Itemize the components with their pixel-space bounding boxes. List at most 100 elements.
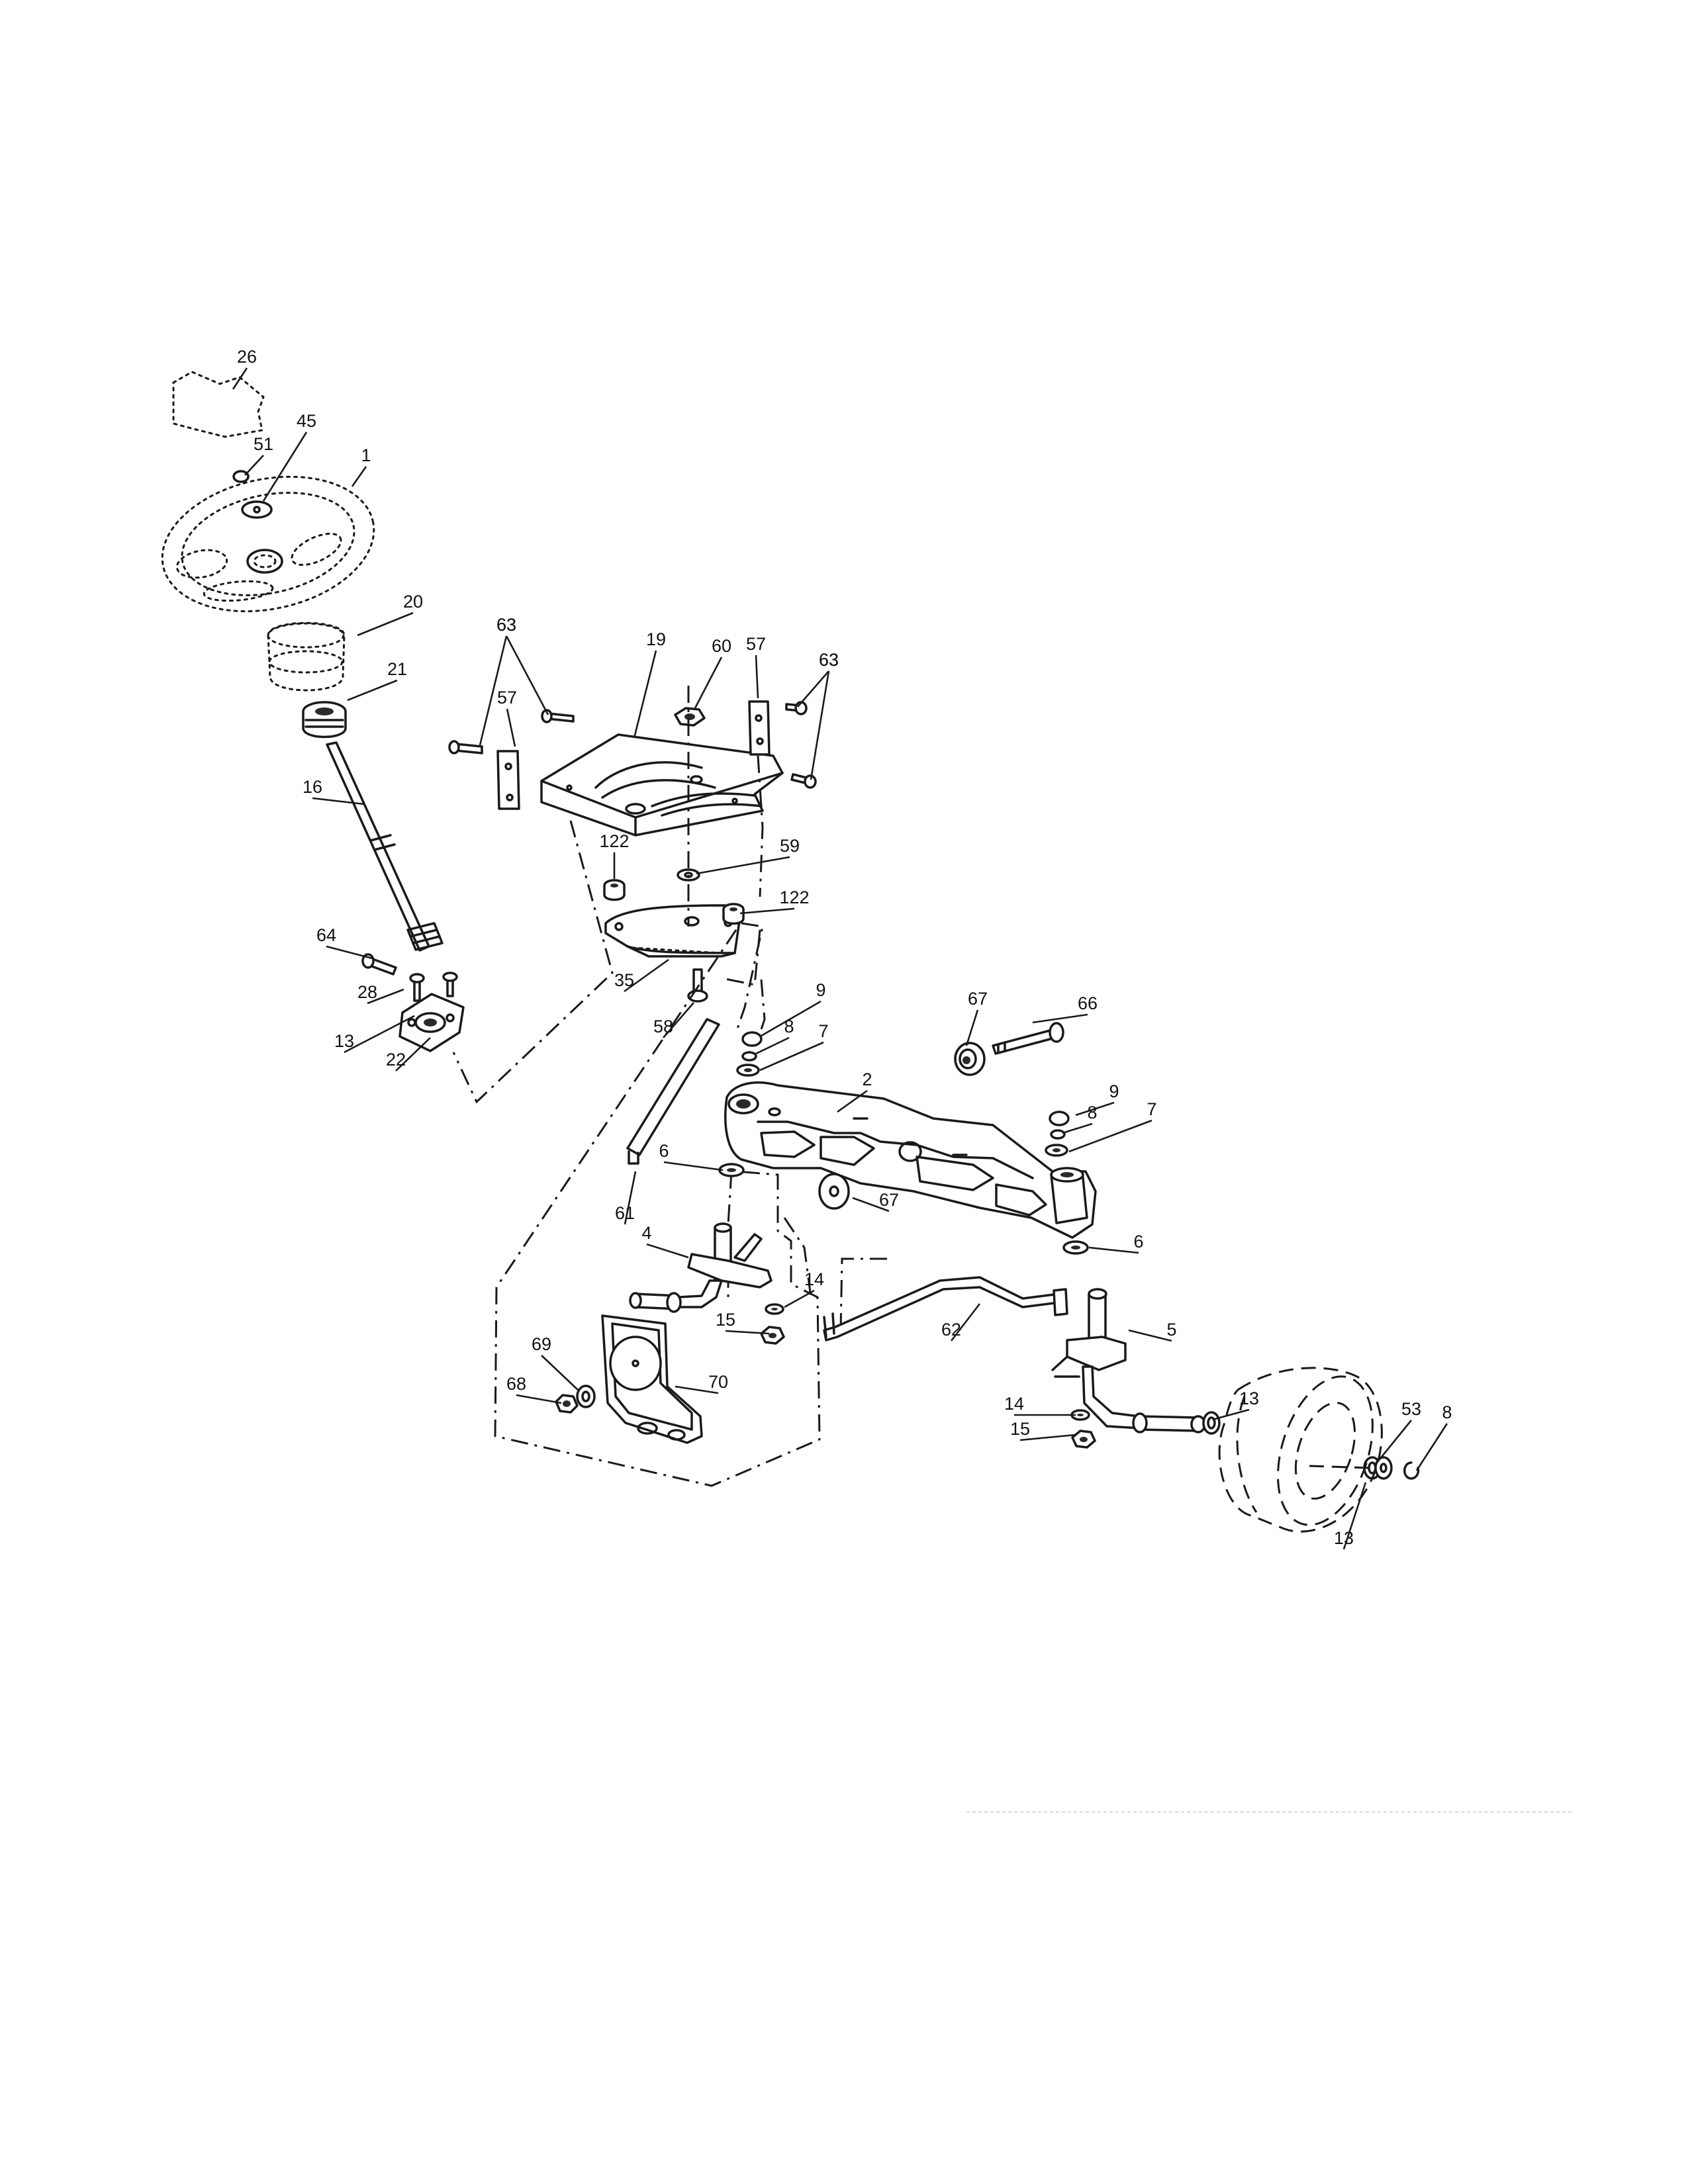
callout-leader-9 [1075,1101,1115,1116]
callout-number: 67 [879,1190,899,1210]
bolts-63 [448,701,817,789]
callout-number: 57 [746,634,766,654]
callout-leader-57 [755,655,759,699]
callout-leader-4 [646,1243,689,1259]
callout-leader-26 [232,367,248,390]
callout-64: 64 [316,925,373,960]
callout-number: 7 [818,1021,828,1041]
callout-leader-60 [694,657,723,709]
right-spindle [1051,1288,1206,1433]
callout-14: 14 [1004,1394,1076,1416]
callout-leader-2 [837,1089,868,1113]
callout-6: 6 [659,1141,724,1171]
callout-leader-19 [633,650,657,739]
steering-cap-dotted [172,371,265,438]
callout-leader-45 [262,432,308,502]
callout-leader-53 [1376,1420,1413,1463]
bracket-57-left [496,750,520,810]
callout-57: 57 [497,688,517,747]
callout-number: 57 [497,688,517,707]
callout-number: 122 [599,831,629,851]
callout-number: 2 [862,1069,872,1089]
washers-right-7-8-9 [1045,1111,1070,1157]
callout-13: 13 [1212,1388,1259,1421]
callout-leader-13 [1342,1482,1367,1550]
callout-19: 19 [633,629,666,739]
wheel-cap-and-ring [1374,1456,1420,1480]
callout-number: 8 [784,1017,794,1036]
callout-leader-63 [479,635,508,746]
callout-number: 67 [968,989,988,1009]
callout-number: 1 [361,445,371,465]
callout-61: 61 [615,1171,637,1225]
callout-14: 14 [784,1269,824,1308]
mounting-plate-70 [601,1314,703,1444]
callout-8: 8 [755,1017,794,1055]
callout-number: 14 [804,1269,824,1289]
callout-122: 122 [599,831,630,879]
callout-leader-63 [505,635,549,715]
callout-number: 15 [1010,1419,1030,1439]
callout-number: 64 [316,925,336,945]
callout-leader-15 [725,1330,770,1335]
nut-68 [555,1394,579,1414]
sector-gear [604,904,741,958]
callout-13: 13 [1334,1482,1367,1550]
callout-leader-58 [663,1002,694,1038]
bushings-122 [603,879,745,925]
callout-number: 63 [496,615,516,635]
callout-58: 58 [653,1002,694,1038]
callout-51: 51 [244,434,273,476]
callout-number: 26 [237,347,257,367]
callout-35: 35 [614,958,669,993]
callout-number: 8 [1442,1402,1452,1422]
callout-number: 20 [403,592,423,612]
washer-nut-left [760,1303,785,1345]
callout-leader-13 [1212,1408,1250,1421]
callout-leader-59 [696,856,790,875]
callout-63: 63 [810,650,839,780]
callout-leader-21 [347,679,398,702]
callout-number: 70 [708,1372,728,1392]
callout-number: 68 [506,1374,526,1394]
steering-support-plate [540,733,784,837]
callout-2: 2 [837,1069,872,1113]
callout-7: 7 [759,1021,829,1071]
front-wheel [1218,1367,1383,1533]
callout-15: 15 [1010,1419,1076,1441]
callout-number: 16 [303,777,322,797]
callout-45: 45 [262,411,316,502]
callout-67: 67 [965,989,988,1046]
callout-number: 63 [819,650,839,670]
callout-20: 20 [357,592,423,637]
tie-rod [823,1276,1068,1342]
callout-59: 59 [696,836,800,875]
washer-nut-right [1070,1409,1096,1449]
callout-leader-69 [541,1355,580,1392]
callout-number: 9 [1109,1081,1119,1101]
bushing-69 [576,1385,596,1408]
callout-9: 9 [1075,1081,1119,1116]
callout-leader-62 [950,1303,981,1342]
callout-number: 9 [816,980,825,1000]
callout-number: 13 [1334,1528,1354,1548]
callout-number: 61 [615,1203,635,1223]
callout-21: 21 [347,659,407,702]
callout-63: 63 [496,615,549,715]
callout-number: 21 [387,659,407,679]
callout-16: 16 [303,777,365,805]
front-axle [724,1081,1097,1239]
callout-leader-8 [1062,1122,1093,1134]
callout-leader-8 [755,1036,790,1055]
callout-number: 15 [716,1310,735,1330]
callout-9: 9 [761,980,826,1037]
callout-leader-63 [810,670,830,780]
callout-leader-35 [624,958,669,993]
callout-leader-70 [675,1385,719,1394]
callout-28: 28 [357,982,404,1005]
callout-leader-22 [395,1037,431,1071]
callout-63: 63 [797,650,839,707]
callout-66: 66 [1032,993,1098,1024]
